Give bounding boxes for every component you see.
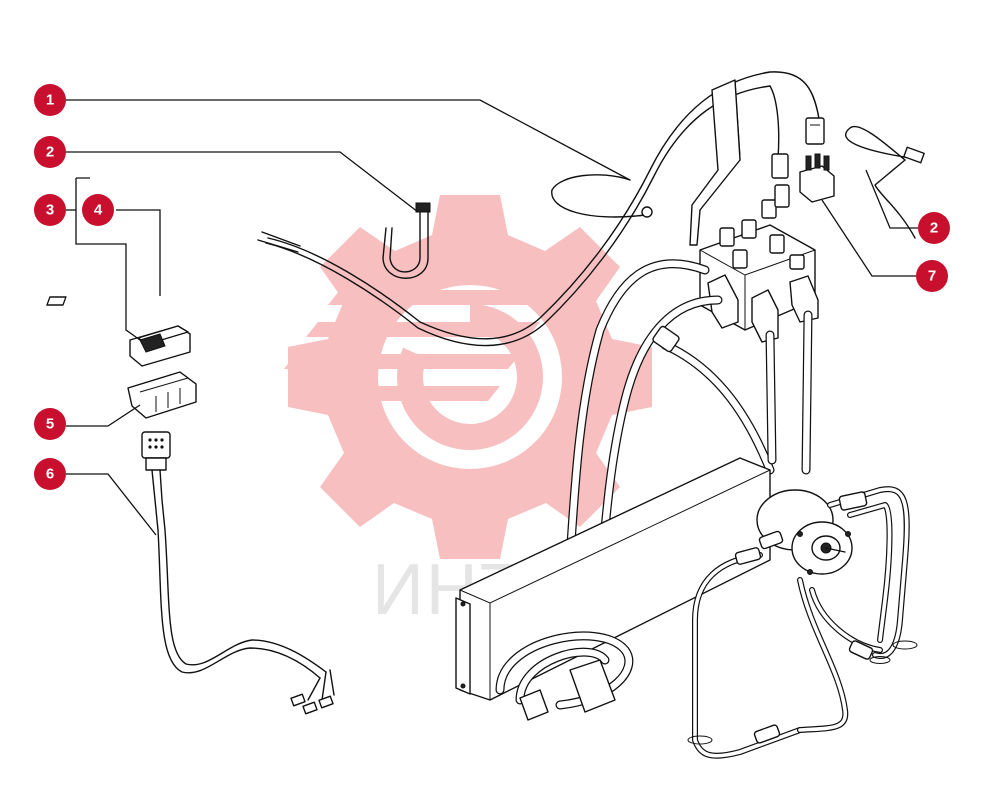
callout-7: 7 [916, 260, 948, 292]
callout-2-top-circle [34, 136, 66, 168]
callout-7-circle [916, 260, 948, 292]
callout-3-label: 3 [46, 202, 54, 219]
callout-1-label: 1 [46, 92, 54, 109]
callout-3: 3 [34, 194, 66, 226]
callout-2-right-circle [918, 212, 950, 244]
callout-2-top-label: 2 [46, 144, 54, 161]
callout-1-circle [34, 84, 66, 116]
callout-7-label: 7 [928, 268, 936, 285]
wire-harness-part [257, 71, 825, 347]
callout-4-label: 4 [94, 202, 103, 219]
callout-5: 5 [34, 408, 66, 440]
watermark-logo [284, 195, 652, 559]
connector-cable-part [141, 431, 335, 715]
cable-tie-part [845, 125, 925, 239]
callout-5-label: 5 [46, 416, 54, 433]
leader-lines [66, 99, 918, 536]
callout-3-circle [34, 194, 66, 226]
callout-1: 1 [34, 84, 66, 116]
callout-2-top: 2 [34, 136, 66, 168]
callout-4-circle [82, 194, 114, 226]
hydraulic-hoses [565, 259, 813, 565]
callout-2-right-label: 2 [930, 220, 938, 237]
callout-5-circle [34, 408, 66, 440]
rigid-pipes [687, 486, 918, 759]
callout-6-circle [34, 458, 66, 490]
j-hook-clip-part [382, 202, 431, 279]
callout-6: 6 [34, 458, 66, 490]
callout-6-label: 6 [46, 466, 54, 483]
callout-4: 4 [82, 194, 114, 226]
oil-cooler-block [455, 457, 771, 721]
hydraulic-valve-assembly [689, 79, 835, 343]
rocker-switch-part [46, 296, 191, 367]
callout-2-right: 2 [918, 212, 950, 244]
switch-housing-part [127, 371, 197, 419]
